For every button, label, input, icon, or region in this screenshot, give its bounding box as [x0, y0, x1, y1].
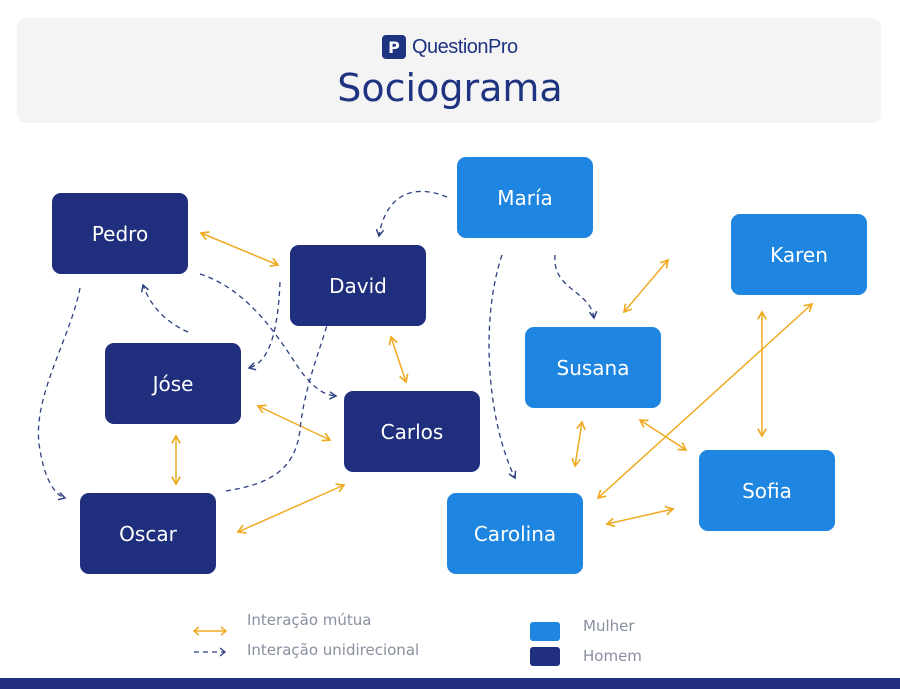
- legend-male-swatch: [530, 647, 560, 666]
- questionpro-logo-text: QuestionPro: [412, 35, 518, 58]
- node-susana: Susana: [525, 327, 661, 408]
- arrow-jose-pedro: [140, 283, 189, 333]
- node-pedro: Pedro: [52, 193, 188, 274]
- legend-female-swatch: [530, 622, 560, 641]
- node-carlos: Carlos: [344, 391, 480, 472]
- legend-unidirectional-label: Interação unidirecional: [247, 641, 420, 659]
- node-maria: María: [457, 157, 593, 238]
- arrow-carolina-sofia: [605, 505, 675, 528]
- arrow-carolina-karen: [596, 302, 814, 500]
- node-david: David: [290, 245, 426, 326]
- questionpro-logo-mark: P: [382, 35, 406, 59]
- legend-dashed-arrow-icon: [194, 647, 227, 657]
- legend-mutual-arrow-icon: [192, 626, 228, 636]
- legend-male-label: Homem: [583, 647, 642, 665]
- arrow-maria-david: [375, 190, 448, 238]
- legend-female-label: Mulher: [583, 617, 635, 635]
- arrow-susana-karen: [622, 258, 670, 314]
- arrow-pedro-oscar: [37, 287, 81, 501]
- node-sofia: Sofia: [699, 450, 835, 531]
- arrow-pedro-carlos: [199, 273, 338, 400]
- arrow-pedro-david: [199, 231, 280, 267]
- legend-icons: [192, 626, 228, 657]
- arrow-oscar-david: [225, 307, 335, 492]
- page-title: Sociograma: [337, 66, 563, 110]
- arrow-david-jose: [247, 281, 281, 371]
- node-jose: Jóse: [105, 343, 241, 424]
- dashed-arrows: [37, 190, 598, 501]
- bottom-bar: [0, 678, 900, 689]
- arrow-david-carlos: [388, 335, 409, 384]
- arrow-jose-carlos: [256, 404, 332, 442]
- mutual-arrows: [171, 231, 814, 534]
- node-carolina: Carolina: [447, 493, 583, 574]
- questionpro-logo: P QuestionPro: [382, 34, 518, 60]
- legend-mutual-label: Interação mútua: [247, 611, 372, 629]
- node-karen: Karen: [731, 214, 867, 295]
- header-panel: [17, 18, 881, 123]
- arrow-maria-carolina: [488, 254, 517, 480]
- arrow-oscar-carlos: [236, 483, 346, 534]
- node-oscar: Oscar: [80, 493, 216, 574]
- arrow-susana-carolina: [571, 420, 586, 468]
- arrow-maria-susana: [554, 254, 598, 320]
